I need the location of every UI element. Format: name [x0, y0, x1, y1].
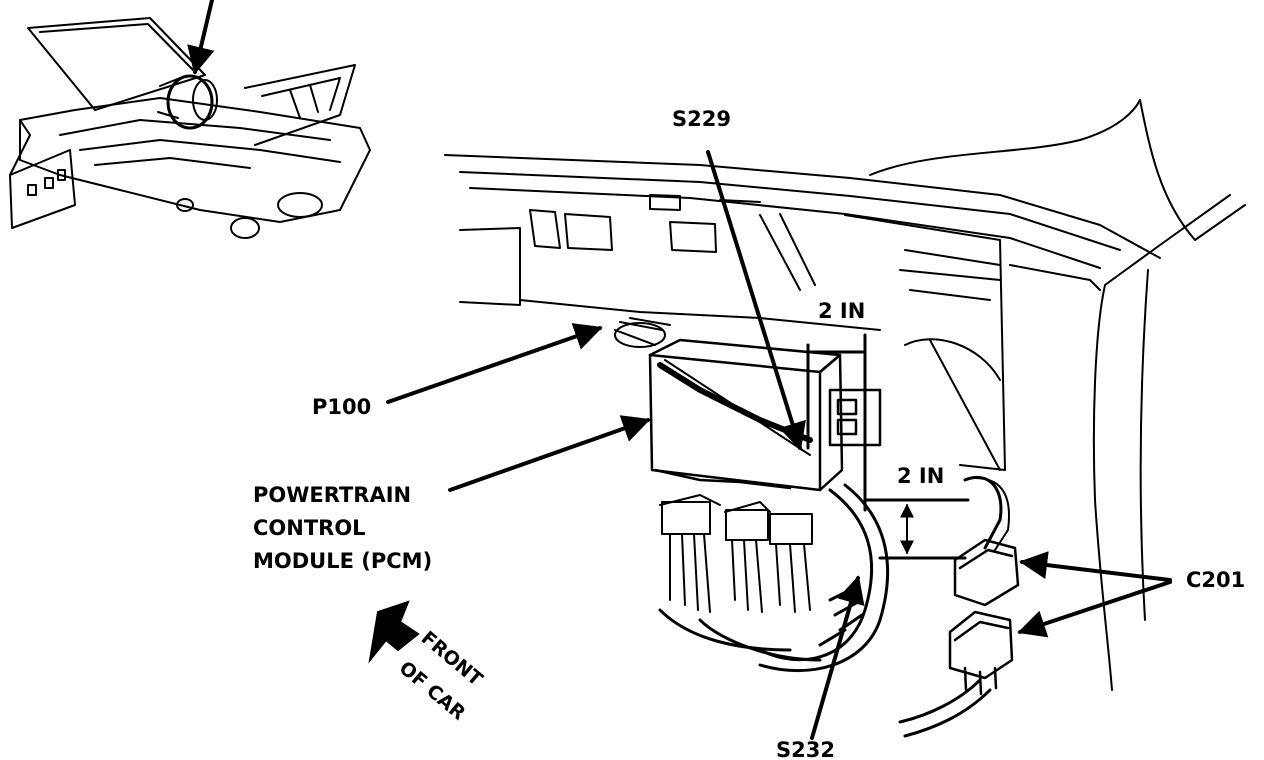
s232-leader-arrow: [810, 575, 865, 740]
p100-connector-harness: [614, 317, 671, 348]
c201-connectors: [948, 538, 1020, 696]
c201-lower-leader-arrow: [1017, 580, 1172, 638]
c201-label: C201: [1186, 568, 1245, 592]
dimension-top-label: 2 IN: [818, 299, 865, 323]
pcm-connectors: [659, 494, 813, 613]
p100-leader-arrow: [386, 323, 603, 404]
pcm-label-line2: CONTROL: [253, 516, 366, 540]
inset-pointer-arrow: [187, 0, 215, 75]
s229-label: S229: [672, 107, 731, 131]
front-of-car-arrow: [368, 600, 420, 664]
vehicle-overview-inset: [9, 17, 371, 239]
pcm-label-line3: MODULE (PCM): [253, 549, 432, 573]
leader-arrows: [386, 150, 1172, 740]
s232-label: S232: [776, 738, 835, 760]
pcm-leader-arrow: [448, 415, 651, 492]
p100-label: P100: [312, 395, 371, 419]
s229-leader-arrow: [706, 150, 806, 451]
c201-upper-leader-arrow: [1019, 551, 1172, 582]
pcm-module: [648, 338, 882, 492]
dimension-lines: [806, 333, 970, 560]
pcm-label-line1: POWERTRAIN: [253, 483, 411, 507]
wiring-harness: [658, 475, 1010, 738]
instrument-panel-drawing: [444, 99, 1246, 691]
dimension-right-label: 2 IN: [897, 464, 944, 488]
